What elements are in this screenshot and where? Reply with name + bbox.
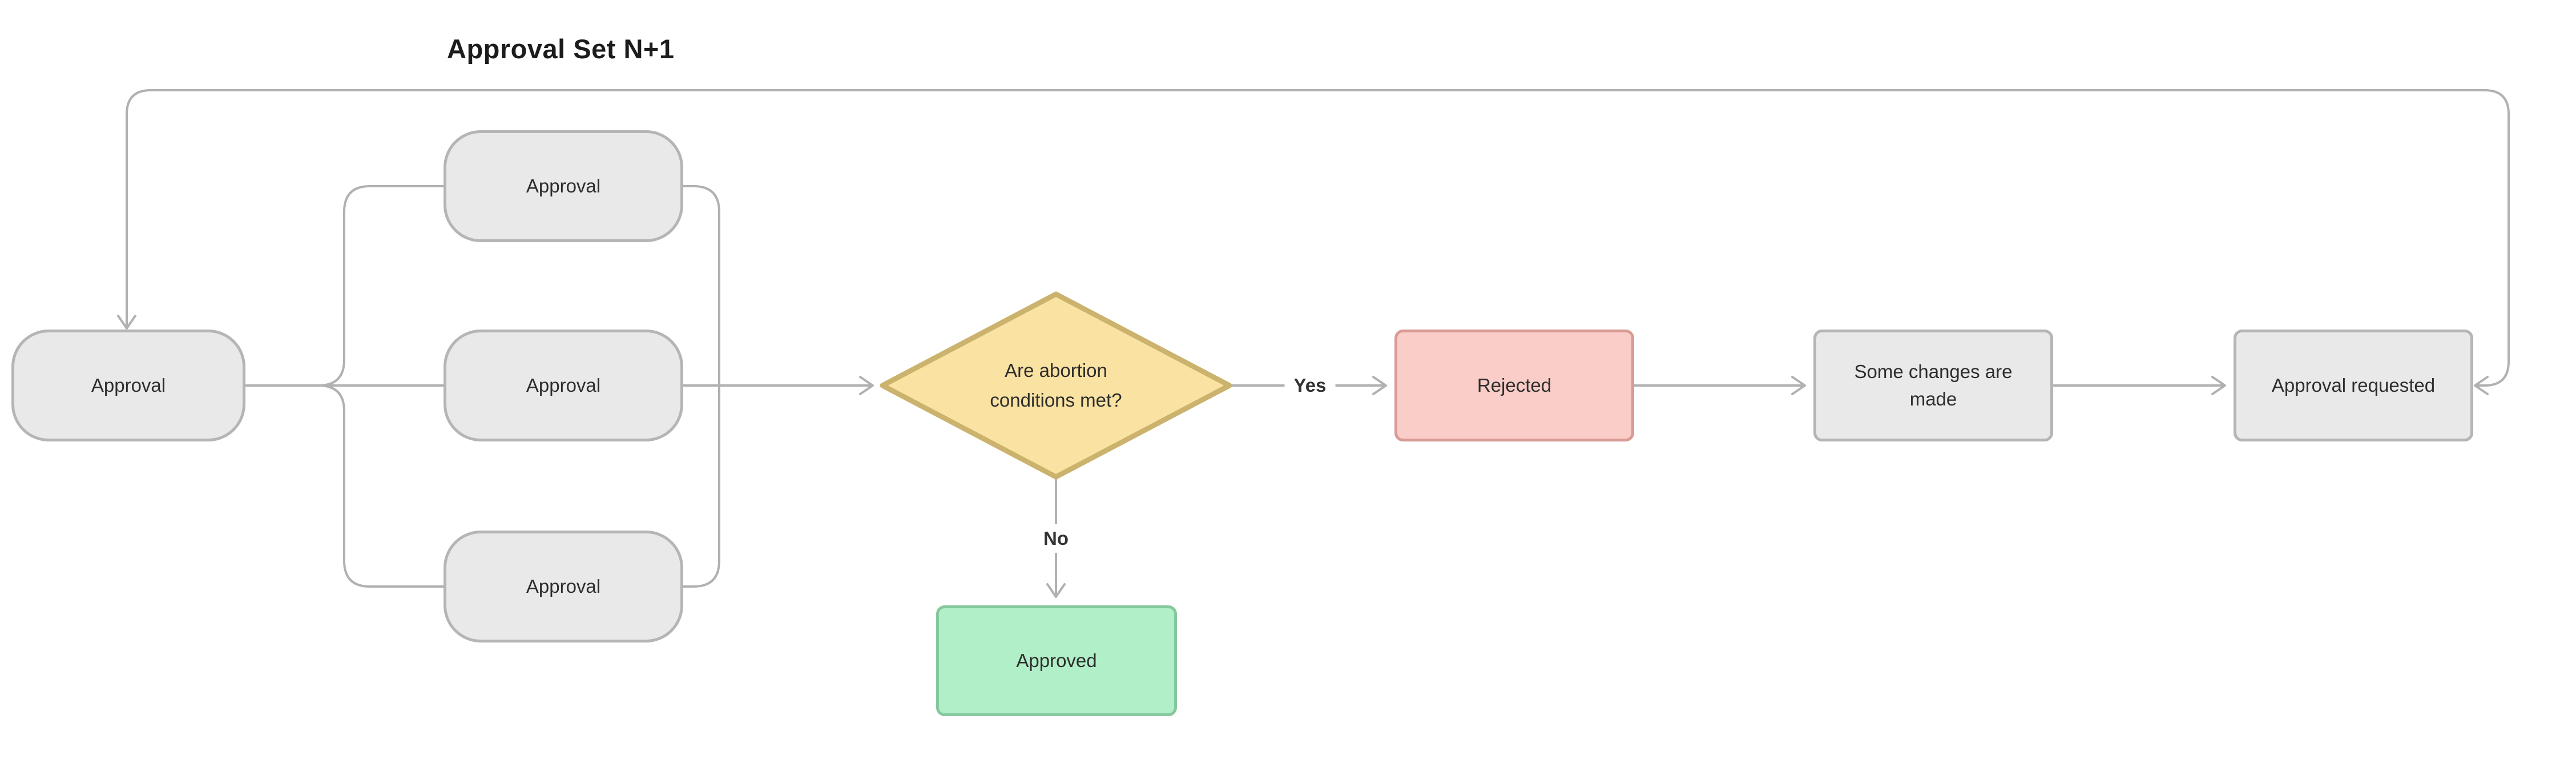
edge-label-no: No [1034,524,1078,553]
node-approval-start[interactable]: Approval [11,330,245,441]
node-decision-label: Are abortion conditions met? [990,360,1122,411]
edge-fork-down [317,384,445,588]
node-changes-label: Some changes are made [1854,361,2013,409]
diagram-title: Approval Set N+1 [447,34,675,64]
node-rejected[interactable]: Rejected [1394,330,1634,441]
node-approved-label: Approved [1016,650,1097,671]
node-approval-branch-2[interactable]: Approval [444,330,683,441]
decision-diamond-shape [880,291,1232,480]
node-approval-branch-2-label: Approval [526,375,601,396]
edge-label-yes: Yes [1284,371,1336,400]
node-approval-branch-3-label: Approval [526,576,601,597]
node-approval-branch-1-label: Approval [526,175,601,196]
node-requested-label: Approval requested [2271,375,2436,396]
node-requested[interactable]: Approval requested [2234,330,2473,441]
node-approval-branch-1[interactable]: Approval [444,130,683,242]
edge-fork-up [317,185,445,387]
edge-loop-feedback [117,89,2510,395]
node-decision[interactable]: Are abortion conditions met? [879,291,1233,480]
node-rejected-label: Rejected [1477,375,1552,396]
node-changes[interactable]: Some changes are made [1813,330,2053,441]
node-approval-branch-3[interactable]: Approval [444,531,683,642]
node-approved[interactable]: Approved [936,605,1177,716]
node-approval-start-label: Approval [91,375,166,396]
